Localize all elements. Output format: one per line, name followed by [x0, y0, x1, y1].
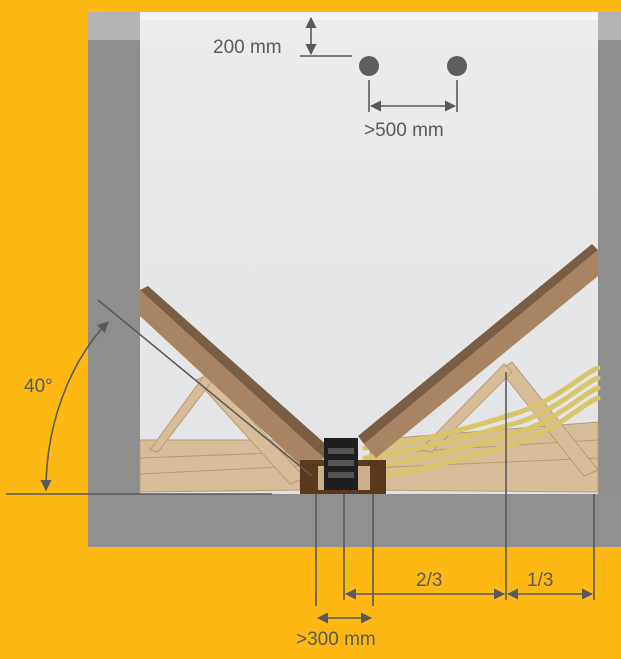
- floor-slab: [88, 494, 621, 547]
- nozzle-left: [359, 56, 379, 76]
- label-angle: 40°: [24, 376, 53, 397]
- right-plank-top: [358, 244, 598, 444]
- nozzle-right: [447, 56, 467, 76]
- left-plank-top: [140, 286, 330, 458]
- right-plank-side: [364, 250, 598, 458]
- sloped-floor: [140, 244, 598, 474]
- label-top-clearance: 200 mm: [213, 37, 282, 58]
- left-plank-side: [140, 290, 324, 474]
- left-truss: [139, 361, 306, 493]
- label-two-thirds: 2/3: [416, 570, 443, 591]
- discharge-channel: [300, 438, 386, 494]
- angle-arc: [40, 321, 109, 492]
- dimension-lines: [6, 16, 595, 624]
- angle-leg: [97, 299, 313, 477]
- label-nozzle-spacing: >500 mm: [364, 120, 444, 141]
- heating-pipes: [362, 365, 601, 481]
- label-channel-width: >300 mm: [296, 629, 376, 650]
- label-one-third: 1/3: [527, 570, 554, 591]
- ceiling: [140, 12, 598, 20]
